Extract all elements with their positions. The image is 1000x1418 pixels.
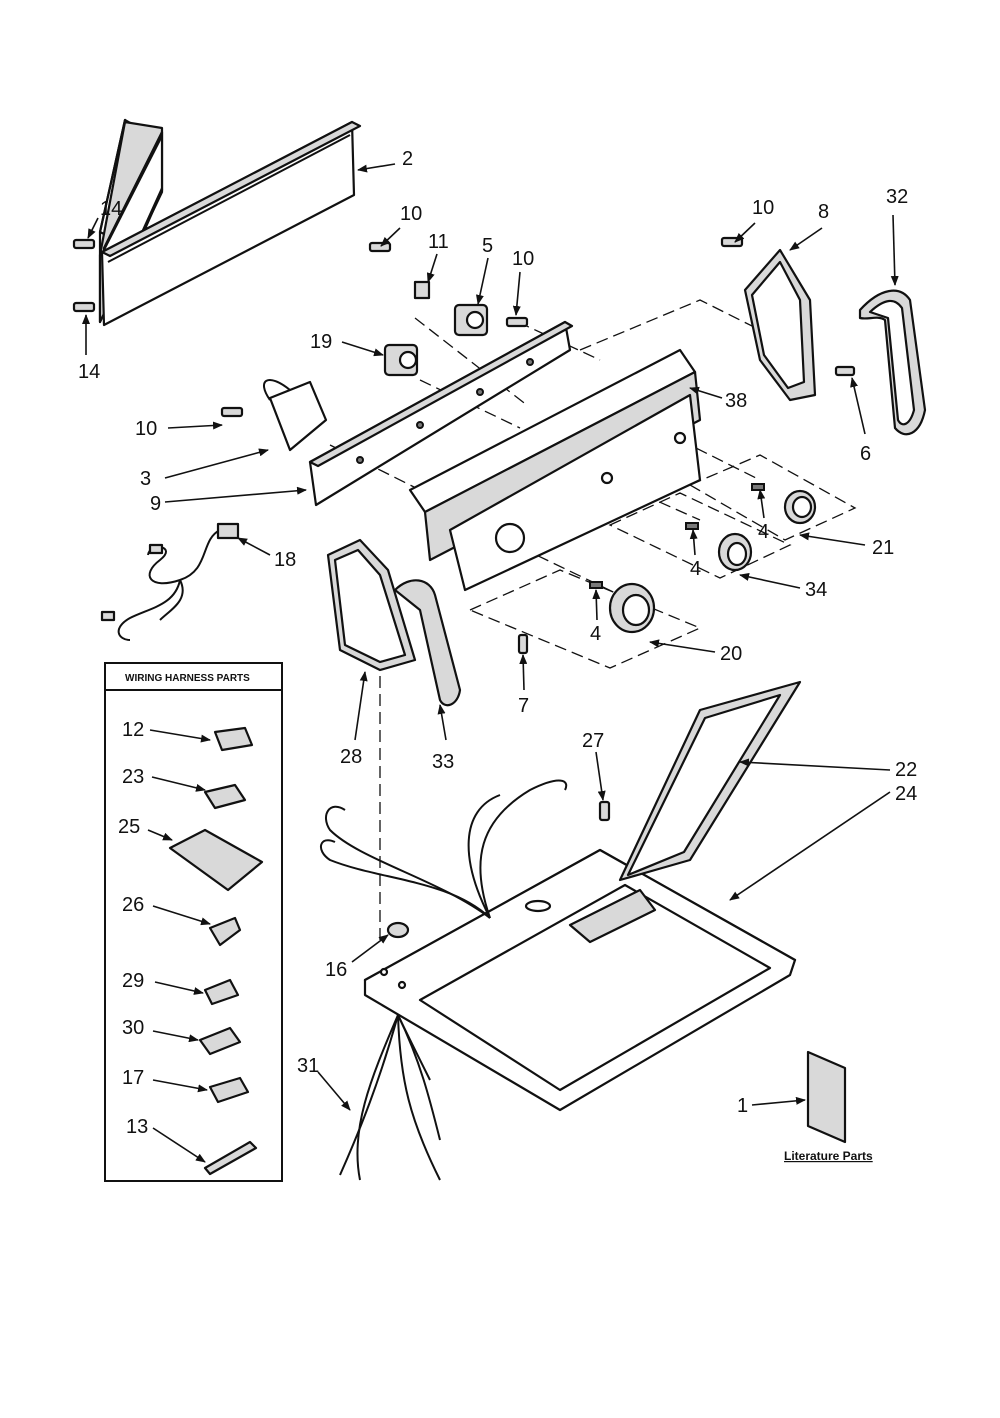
part-34-knob xyxy=(717,532,753,572)
part-31-harness xyxy=(339,1014,441,1181)
part-4-springs xyxy=(589,483,765,589)
part-14-screws xyxy=(72,238,96,313)
part-5-switch xyxy=(453,303,489,337)
callout-26: 26 xyxy=(122,894,144,916)
part-38-console xyxy=(408,348,702,592)
callout-4-b: 4 xyxy=(690,558,701,580)
callout-21: 21 xyxy=(872,537,894,559)
callout-32: 32 xyxy=(886,186,908,208)
callout-14-top: 14 xyxy=(100,198,122,220)
callout-22: 22 xyxy=(895,759,917,781)
callout-11: 11 xyxy=(428,231,449,253)
callout-12: 12 xyxy=(122,719,144,741)
part-3-timer xyxy=(263,379,328,452)
part-28-end-cap xyxy=(326,538,417,672)
callout-16: 16 xyxy=(325,959,347,981)
callout-2: 2 xyxy=(402,148,413,170)
part-6-screw xyxy=(834,365,856,377)
callout-10-b: 10 xyxy=(512,248,534,270)
callout-23: 23 xyxy=(122,766,144,788)
callout-29: 29 xyxy=(122,970,144,992)
part-22-lint-screen xyxy=(618,680,802,882)
literature-parts-label: Literature Parts xyxy=(784,1149,873,1163)
callout-17: 17 xyxy=(122,1067,144,1089)
part-7-screw xyxy=(517,633,529,655)
callout-labels: 2 14 14 10 11 5 10 19 10 3 9 10 8 32 38 … xyxy=(78,148,917,1163)
part-23-connector xyxy=(203,783,247,810)
callout-9: 9 xyxy=(150,493,161,515)
part-25-connector xyxy=(168,828,264,892)
callout-19: 19 xyxy=(310,331,332,353)
callout-7: 7 xyxy=(518,695,529,717)
part-11-clip xyxy=(413,280,431,300)
part-18-harness xyxy=(100,522,240,641)
callout-10-c: 10 xyxy=(135,418,157,440)
part-30-connector xyxy=(198,1026,242,1056)
callout-3: 3 xyxy=(140,468,151,490)
wiring-box-title: WIRING HARNESS PARTS xyxy=(125,673,250,684)
callout-10-d: 10 xyxy=(752,197,774,219)
callout-30: 30 xyxy=(122,1017,144,1039)
part-19-switch xyxy=(383,343,419,377)
callout-27: 27 xyxy=(582,730,604,752)
callout-24: 24 xyxy=(895,783,917,805)
wiring-harness-box xyxy=(104,662,283,1182)
part-16-clip xyxy=(386,921,410,939)
part-20-knob xyxy=(608,582,656,634)
callout-6: 6 xyxy=(860,443,871,465)
part-33-trim xyxy=(393,579,462,707)
callout-34: 34 xyxy=(805,579,827,601)
callout-33: 33 xyxy=(432,751,454,773)
part-21-knob xyxy=(783,489,817,525)
part-27-screw xyxy=(598,800,611,822)
part-1-literature xyxy=(806,1050,847,1144)
part-24-top xyxy=(363,848,797,1112)
callout-4-c: 4 xyxy=(590,623,601,645)
callout-20: 20 xyxy=(720,643,742,665)
callout-25: 25 xyxy=(118,816,140,838)
part-13-terminal xyxy=(203,1140,258,1176)
part-29-connector xyxy=(203,978,240,1006)
part-32-trim xyxy=(858,289,927,436)
callout-8: 8 xyxy=(818,201,829,223)
part-8-end-cap xyxy=(743,248,817,402)
callout-14-bottom: 14 xyxy=(78,361,100,383)
callout-1: 1 xyxy=(737,1095,748,1117)
callout-5: 5 xyxy=(482,235,493,257)
leader-arrows xyxy=(82,163,899,1163)
main-harness xyxy=(320,779,568,919)
part-26-terminal xyxy=(208,916,242,947)
callout-13: 13 xyxy=(126,1116,148,1138)
callout-38: 38 xyxy=(725,390,747,412)
part-12-connector xyxy=(213,726,254,752)
callout-18: 18 xyxy=(274,549,296,571)
part-9-control-bracket xyxy=(308,320,574,507)
callout-4-a: 4 xyxy=(758,521,769,543)
part-17-connector xyxy=(208,1076,250,1104)
callout-31: 31 xyxy=(297,1055,319,1077)
callout-28: 28 xyxy=(340,746,362,768)
callout-10-a: 10 xyxy=(400,203,422,225)
part-2-panel-body xyxy=(100,120,362,327)
